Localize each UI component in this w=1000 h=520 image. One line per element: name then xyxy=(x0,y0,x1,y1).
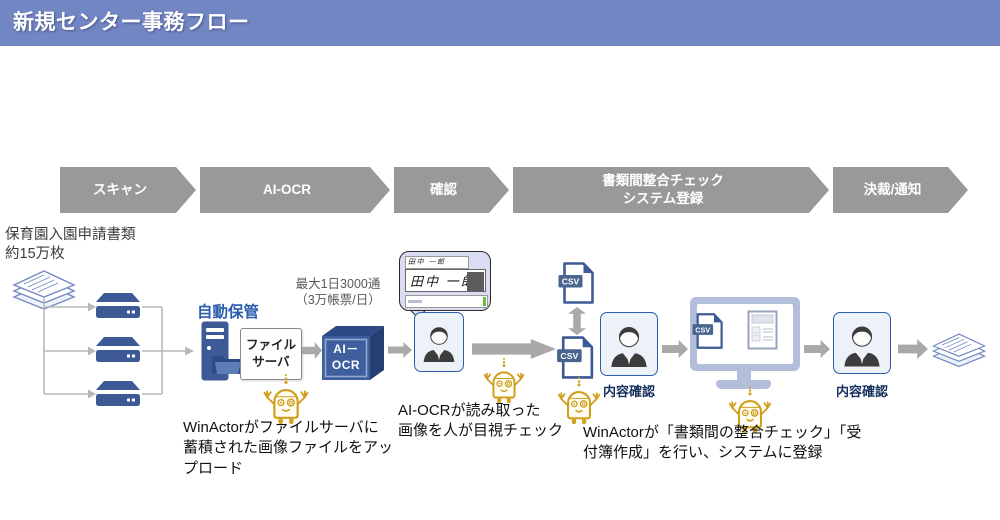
output-paper-stack-icon xyxy=(930,323,988,369)
scanner-icon xyxy=(95,291,141,321)
flow-step-scan: スキャン xyxy=(60,167,196,213)
svg-text:CSV: CSV xyxy=(562,277,580,287)
csv-file-icon-2: CSV xyxy=(557,336,594,379)
flow-arrow-system-to-check xyxy=(804,340,830,358)
ai-ocr-cube: AI－ OCR xyxy=(322,325,386,380)
flow-step-label: スキャン xyxy=(93,181,147,197)
flow-arrow-check-to-csv xyxy=(472,339,556,359)
flow-arrow-to-output xyxy=(898,339,928,359)
page-title: 新規センター事務フロー xyxy=(13,11,250,34)
source-docs-label: 保育園入園申請書類 約15万枚 xyxy=(5,227,136,263)
monitor-stand xyxy=(737,371,751,380)
connector-lines xyxy=(43,298,194,399)
caption-register: WinActorが「書類間の整合チェック」「受 付簿作成」を行い、システムに登録 xyxy=(583,424,862,462)
content-check-label-1: 内容確認 xyxy=(602,384,655,399)
ocr-scribble xyxy=(408,300,422,303)
text-cursor xyxy=(483,297,486,306)
flow-step-consistency-check: 書類間整合チェック システム登録 xyxy=(513,167,829,213)
monitor-doc-icon xyxy=(747,310,778,350)
flow-step-label: 決裁/通知 xyxy=(863,181,922,197)
scanner-icon xyxy=(95,335,141,365)
person-icon xyxy=(419,320,459,364)
ocr-field-block xyxy=(467,271,484,291)
check-person-box-2 xyxy=(600,312,658,376)
csv-file-icon-1: CSV xyxy=(558,262,594,304)
flow-step-label: 書類間整合チェック xyxy=(602,172,724,188)
caption-visual-check: AI-OCRが読み取った 画像を人が目視チェック xyxy=(398,402,564,440)
monitor-base xyxy=(716,380,771,389)
flow-step-approval: 決裁/通知 xyxy=(833,167,968,213)
csv-sync-arrow xyxy=(568,307,586,335)
ocr-input-row xyxy=(405,295,488,308)
monitor-csv-icon: CSV xyxy=(692,313,723,349)
flow-step-label: AI-OCR xyxy=(263,181,311,197)
flow-step-ai-ocr: AI-OCR xyxy=(200,167,390,213)
ocr-preview-bubble: 田中 一郎 田中 一郎 xyxy=(399,251,491,311)
svg-text:CSV: CSV xyxy=(560,351,578,361)
folder-icon xyxy=(212,356,241,374)
check-person-box-1 xyxy=(414,312,464,372)
flow-step-label: 確認 xyxy=(430,181,457,197)
check-person-box-3 xyxy=(833,312,891,374)
file-server-box: ファイル サーバ xyxy=(240,328,302,380)
flow-arrow-ocr-to-check xyxy=(388,342,412,358)
caption-upload: WinActorがファイルサーバに 蓄積された画像ファイルをアッ プロード xyxy=(183,419,394,477)
auto-save-label: 自動保管 xyxy=(197,304,260,321)
handwriting-sample-small: 田中 一郎 xyxy=(405,256,469,269)
flow-arrow-check-to-system xyxy=(662,340,688,358)
handwriting-sample: 田中 一郎 xyxy=(405,269,486,292)
person-icon xyxy=(606,319,652,369)
person-icon xyxy=(839,319,885,368)
header-bar: 新規センター事務フロー xyxy=(0,0,1000,46)
flow-step-label: システム登録 xyxy=(622,191,704,206)
flow-step-confirm: 確認 xyxy=(394,167,509,213)
winactor-robot-icon xyxy=(483,357,525,404)
svg-text:CSV: CSV xyxy=(695,325,710,334)
cube-shape xyxy=(322,326,384,380)
capacity-label: 最大1日3000通 （3万帳票/日） xyxy=(295,277,381,308)
flow-arrow-server-to-ocr xyxy=(302,342,322,359)
scanner-icon xyxy=(95,379,141,409)
content-check-label-2: 内容確認 xyxy=(835,384,888,399)
